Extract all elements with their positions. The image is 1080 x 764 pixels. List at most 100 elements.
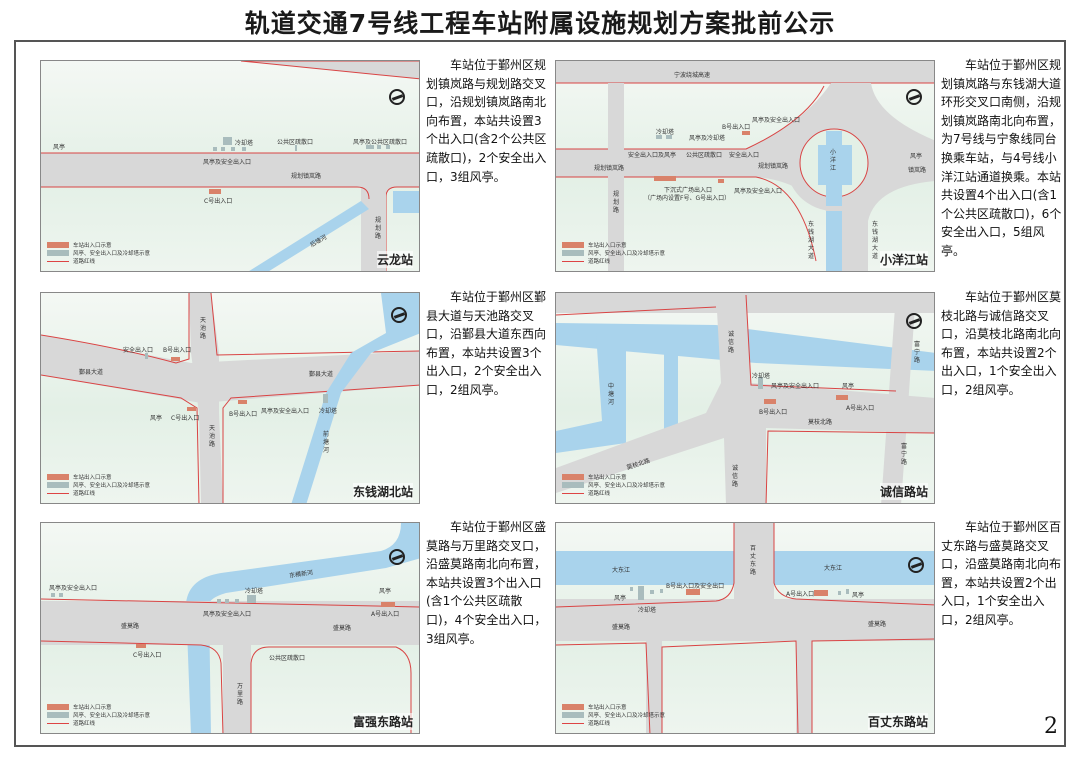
map-label: （广场内设置F号、G号出入口） [644, 195, 731, 202]
road-label: 东钱湖大道 [872, 221, 879, 260]
river-label: 前塘河 [323, 431, 330, 454]
map-label: 冷却塔 [245, 588, 264, 595]
legend-swatch [47, 482, 69, 488]
station-name: 富强东路站 [352, 713, 413, 730]
station-name: 云龙站 [376, 251, 413, 268]
map-label: 公共区疏散口 [277, 139, 314, 146]
map-label: C号出入口 [204, 198, 233, 205]
road-label: 诚信路 [732, 465, 739, 488]
map-label: A号出入口 [846, 405, 875, 412]
road-label: 盛莫路 [868, 621, 887, 628]
map-label: 风亭 [852, 592, 865, 599]
page-title: 轨道交通7号线工程车站附属设施规划方案批前公示 [244, 9, 836, 38]
road-label: 盛莫路 [612, 624, 631, 631]
map-label: 冷却塔 [235, 140, 254, 147]
station-description: 车站位于鄞州区盛莫路与万里路交叉口，沿盛莫路南北向布置，本站共设置3个出入口(含… [426, 520, 547, 646]
map-label: 风亭及安全出入口 [203, 611, 252, 618]
map-graphic [556, 61, 934, 271]
road-label: 宁波绕城高速 [674, 72, 711, 79]
road-label: 规划镇岚路 [758, 163, 789, 170]
station-name: 东钱湖北站 [352, 483, 413, 500]
legend-swatch [562, 474, 584, 480]
map-label: 风亭 [842, 383, 855, 390]
legend-swatch [562, 712, 584, 718]
map-graphic [41, 523, 419, 733]
map-label: C号出入口 [171, 415, 200, 422]
map-label: A号出入口 [371, 611, 400, 618]
road-label: 富宁路 [901, 443, 908, 466]
road-label: 盛莫路 [333, 625, 352, 632]
road-label: 盛莫路 [121, 623, 140, 630]
river-label: 中塘河 [608, 383, 615, 406]
map-graphic [41, 61, 419, 271]
station-name: 百丈东路站 [867, 713, 928, 730]
map-label: 风亭 [614, 595, 627, 602]
north-arrow-icon [389, 89, 405, 105]
map-label: B号出入口 [722, 124, 751, 131]
road-label: 东钱湖大道 [808, 221, 815, 260]
map-label: 风亭 [150, 415, 163, 422]
river-label: 大东江 [612, 567, 631, 574]
legend-swatch [47, 250, 69, 256]
map-label: 风亭及安全出入口 [771, 383, 820, 390]
road-label: 富宁路 [914, 341, 921, 364]
map-legend: 车站出入口示意 风亭、安全出入口及冷却塔示意 道路红线 [47, 241, 150, 265]
map-legend: 车站出入口示意 风亭、安全出入口及冷却塔示意 道路红线 [562, 703, 665, 727]
station-description: 车站位于鄞州区鄞县大道与天池路交叉口，沿鄞县大道东西向布置，本站共设置3个出入口… [426, 290, 547, 397]
road-label: 万里路 [237, 683, 244, 706]
station-name: 诚信路站 [879, 483, 928, 500]
station-map-xiaoyangjiang: 宁波绕城高速 冷却塔 B号出入口 风亭及安全出入口 风亭及冷却塔 安全出入口及风… [555, 60, 935, 272]
road-label: 莫枝北路 [808, 419, 833, 426]
north-arrow-icon [908, 557, 924, 573]
legend-swatch [47, 242, 69, 248]
station-description: 车站位于鄞州区规划镇岚路与东钱湖大道环形交叉口南侧，沿规划镇岚路南北向布置，为7… [941, 58, 1062, 258]
map-label: 风亭及安全出入口 [203, 159, 252, 166]
map-label: 冷却塔 [638, 607, 657, 614]
map-label: 风亭 [53, 144, 66, 151]
map-label: B号出入口及安全出口 [666, 583, 725, 590]
road-label: 规划镇岚路 [291, 173, 322, 180]
road-label: 诚信路 [728, 331, 735, 354]
map-label: 风亭及安全出入口 [734, 188, 783, 195]
map-label: B号出入口 [759, 409, 788, 416]
road-label: 鄞县大道 [79, 369, 104, 376]
map-label: B号出入口 [229, 411, 258, 418]
road-label: 规划路 [375, 217, 382, 240]
road-label: 镇岚路 [908, 167, 927, 174]
station-map-yunlong: 风亭 冷却塔 公共区疏散口 风亭及公共区疏散口 风亭及安全出入口 规划镇岚路 C… [40, 60, 420, 272]
map-label: 公共区疏散口 [269, 655, 306, 662]
page-number: 2 [1044, 714, 1058, 739]
station-description: 车站位于鄞州区规划镇岚路与规划路交叉口，沿规划镇岚路南北向布置，本站共设置3个出… [426, 58, 547, 184]
legend-line [562, 260, 584, 262]
road-label: 天池路 [200, 317, 207, 340]
map-label: B号出入口 [163, 347, 192, 354]
legend-line [47, 722, 69, 724]
map-label: 冷却塔 [319, 408, 338, 415]
road-label: 规划路 [613, 191, 620, 214]
map-label: 公共区疏散口 [686, 152, 723, 159]
map-label: 安全出入口及风亭 [628, 152, 677, 159]
map-label: 风亭 [379, 588, 392, 595]
station-map-baizhangdonglu: 百丈东路 大东江 大东江 B号出入口及安全出口 风亭 冷却塔 A号出入口 风亭 … [555, 522, 935, 734]
station-map-chengxinlu: 诚信路 中塘河 冷却塔 风亭及安全出入口 风亭 B号出入口 A号出入口 莫枝北路… [555, 292, 935, 504]
north-arrow-icon [906, 313, 922, 329]
station-description: 车站位于鄞州区百丈东路与盛莫路交叉口，沿盛莫路南北向布置，本站共设置2个出入口，… [941, 520, 1062, 627]
river-label: 大东江 [824, 565, 843, 572]
north-arrow-icon [391, 307, 407, 323]
map-label: 安全出入口 [123, 347, 154, 354]
map-graphic [556, 293, 934, 503]
legend-swatch [562, 482, 584, 488]
map-graphic [41, 293, 419, 503]
map-label: 冷却塔 [656, 129, 675, 136]
legend-swatch [47, 474, 69, 480]
legend-swatch [562, 704, 584, 710]
map-label: 冷却塔 [752, 373, 771, 380]
station-name: 小洋江站 [879, 251, 928, 268]
north-arrow-icon [389, 549, 405, 565]
map-label: A号出入口 [786, 591, 815, 598]
map-label: 风亭及安全出入口 [49, 585, 98, 592]
map-label: C号出入口 [133, 652, 162, 659]
road-label: 天池路 [209, 425, 216, 448]
legend-swatch [47, 704, 69, 710]
map-legend: 车站出入口示意 风亭、安全出入口及冷却塔示意 道路红线 [562, 473, 665, 497]
